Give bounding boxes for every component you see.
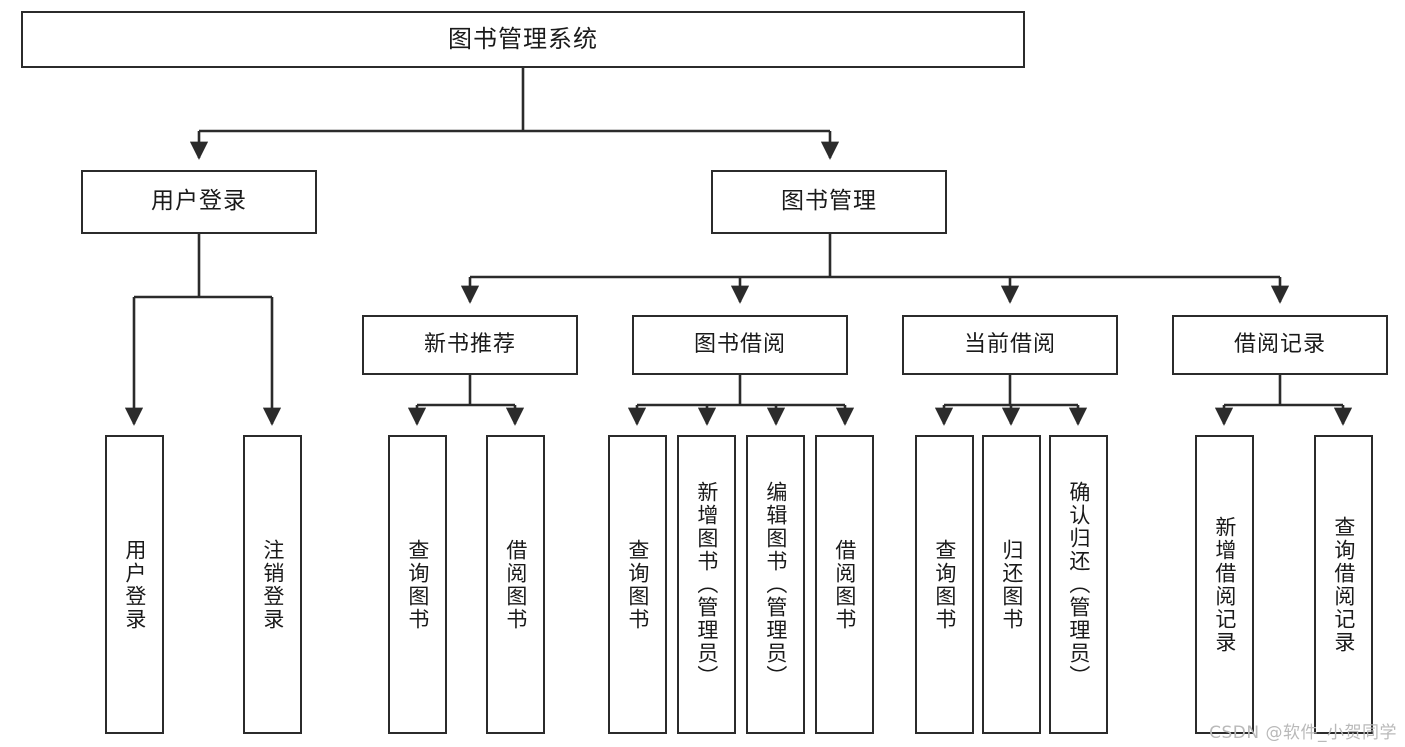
node-label: 归还图书 xyxy=(999,538,1024,631)
node-label: 用户登录 xyxy=(122,538,147,631)
node-book-management[interactable]: 图书管理 xyxy=(711,170,947,234)
node-user-login[interactable]: 用户登录 xyxy=(81,170,317,234)
leaf-current-borrow-query[interactable]: 查询图书 xyxy=(915,435,974,734)
node-label: 新增图书（管理员） xyxy=(694,481,719,688)
node-label: 编辑图书（管理员） xyxy=(763,481,788,688)
node-book-borrow[interactable]: 图书借阅 xyxy=(632,315,848,375)
node-label: 用户登录 xyxy=(151,188,247,215)
leaf-new-book-borrow[interactable]: 借阅图书 xyxy=(486,435,545,734)
leaf-book-borrow-add-admin[interactable]: 新增图书（管理员） xyxy=(677,435,736,734)
leaf-book-borrow-borrow[interactable]: 借阅图书 xyxy=(815,435,874,734)
node-label: 查询借阅记录 xyxy=(1331,515,1356,654)
node-label: 借阅记录 xyxy=(1233,331,1326,357)
node-label: 图书管理 xyxy=(781,188,877,215)
leaf-user-login-login[interactable]: 用户登录 xyxy=(105,435,164,734)
csdn-watermark: CSDN @软件_小贺同学 xyxy=(1209,723,1397,743)
leaf-user-login-logout[interactable]: 注销登录 xyxy=(243,435,302,734)
node-label: 图书管理系统 xyxy=(448,25,598,54)
leaf-borrow-record-query[interactable]: 查询借阅记录 xyxy=(1314,435,1373,734)
node-label: 新增借阅记录 xyxy=(1212,515,1237,654)
node-label: 借阅图书 xyxy=(503,538,528,631)
node-borrow-record[interactable]: 借阅记录 xyxy=(1172,315,1388,375)
leaf-borrow-record-add[interactable]: 新增借阅记录 xyxy=(1195,435,1254,734)
node-new-book-recommendation[interactable]: 新书推荐 xyxy=(362,315,578,375)
leaf-book-borrow-query[interactable]: 查询图书 xyxy=(608,435,667,734)
node-label: 查询图书 xyxy=(625,538,650,631)
node-label: 图书借阅 xyxy=(693,331,786,357)
node-current-borrow[interactable]: 当前借阅 xyxy=(902,315,1118,375)
node-label: 注销登录 xyxy=(260,538,285,631)
leaf-current-borrow-confirm-return-admin[interactable]: 确认归还（管理员） xyxy=(1049,435,1108,734)
node-label: 当前借阅 xyxy=(963,331,1056,357)
node-label: 查询图书 xyxy=(932,538,957,631)
node-label: 确认归还（管理员） xyxy=(1066,481,1091,688)
node-label: 借阅图书 xyxy=(832,538,857,631)
node-label: 查询图书 xyxy=(405,538,430,631)
leaf-current-borrow-return[interactable]: 归还图书 xyxy=(982,435,1041,734)
node-label: 新书推荐 xyxy=(423,331,516,357)
node-root-book-management-system[interactable]: 图书管理系统 xyxy=(21,11,1025,68)
leaf-book-borrow-edit-admin[interactable]: 编辑图书（管理员） xyxy=(746,435,805,734)
leaf-new-book-query[interactable]: 查询图书 xyxy=(388,435,447,734)
